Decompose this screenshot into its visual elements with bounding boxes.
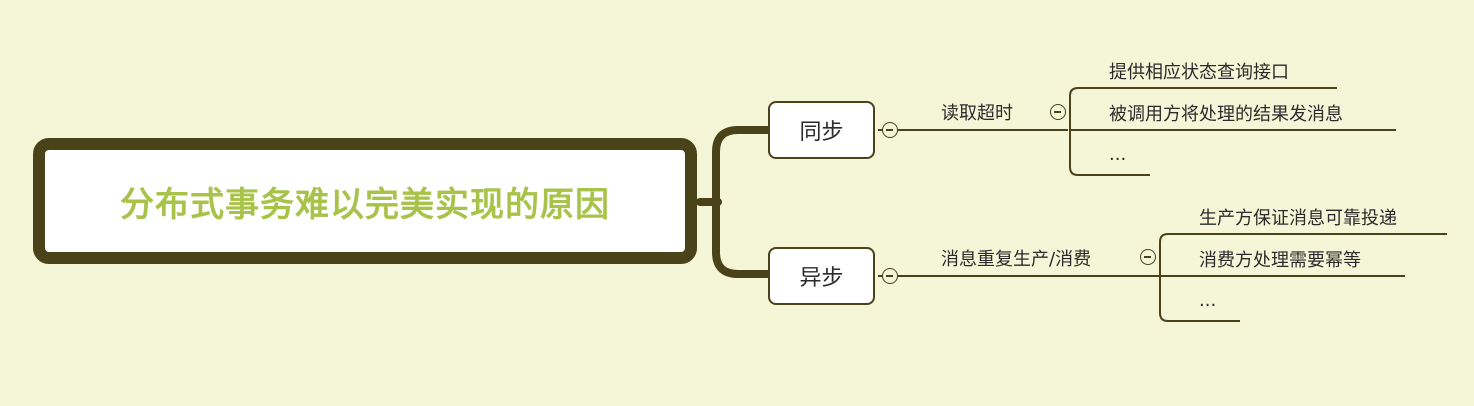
root-bracket — [696, 126, 772, 278]
leaf-sync-1[interactable]: 提供相应状态查询接口 — [1109, 62, 1289, 83]
collapse-sync-icon[interactable] — [882, 122, 898, 138]
leaf-sync-3[interactable]: ... — [1109, 144, 1127, 165]
leaf-async-3[interactable]: ... — [1199, 290, 1217, 311]
topic-sync-label: 同步 — [799, 120, 844, 145]
topic-async-label: 异步 — [799, 266, 844, 291]
root-topic[interactable]: 分布式事务难以完美实现的原因 — [33, 138, 697, 264]
collapse-async-icon[interactable] — [882, 268, 898, 284]
root-topic-label: 分布式事务难以完美实现的原因 — [120, 184, 610, 225]
subtopic-read-timeout[interactable]: 读取超时 — [941, 103, 1013, 124]
leaf-async-2[interactable]: 消费方处理需要幂等 — [1199, 250, 1361, 271]
topic-async[interactable]: 异步 — [768, 247, 875, 305]
leaf-async-1[interactable]: 生产方保证消息可靠投递 — [1199, 208, 1397, 229]
collapse-read-timeout-icon[interactable] — [1050, 104, 1066, 120]
topic-sync[interactable]: 同步 — [768, 101, 875, 159]
leaf-sync-2[interactable]: 被调用方将处理的结果发消息 — [1109, 104, 1343, 125]
sync-leaves-bracket — [1069, 87, 1082, 176]
subtopic-duplicate-message[interactable]: 消息重复生产/消费 — [941, 249, 1092, 270]
collapse-duplicate-message-icon[interactable] — [1140, 249, 1156, 265]
async-leaves-bracket — [1159, 233, 1172, 322]
